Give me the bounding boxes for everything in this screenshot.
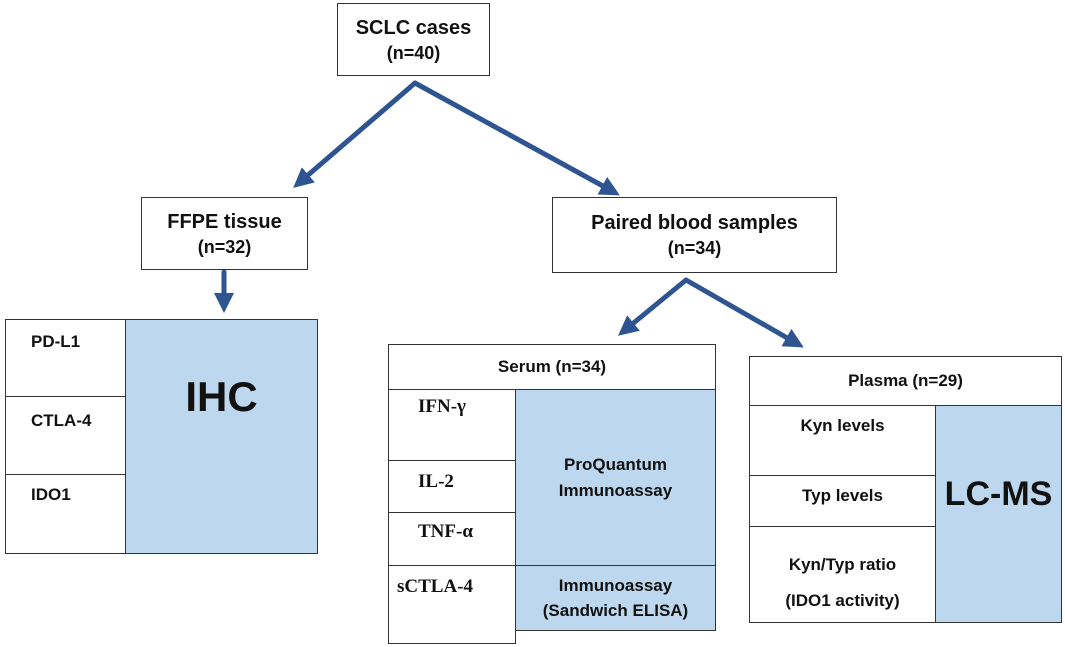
serum-marker-tnfa: TNF-α bbox=[388, 512, 516, 566]
plasma-header: Plasma (n=29) bbox=[749, 356, 1062, 406]
blood-count: (n=34) bbox=[667, 238, 722, 258]
arrow-root-to-blood bbox=[412, 80, 620, 196]
plasma-method: LC-MS bbox=[935, 405, 1062, 623]
serum-marker-sctla4: sCTLA-4 bbox=[388, 565, 516, 644]
ihc-method: IHC bbox=[125, 319, 318, 554]
root-node: SCLC cases (n=40) bbox=[337, 3, 490, 76]
ffpe-title: FFPE tissue bbox=[167, 210, 282, 233]
serum-marker-ifng: IFN-γ bbox=[388, 389, 516, 461]
arrow-blood-to-serum bbox=[618, 277, 689, 336]
serum-marker-il2: IL-2 bbox=[388, 460, 516, 513]
serum-header: Serum (n=34) bbox=[388, 344, 716, 390]
root-title: SCLC cases bbox=[355, 16, 472, 39]
arrow-blood-to-plasma bbox=[683, 277, 804, 348]
blood-node: Paired blood samples (n=34) bbox=[552, 197, 837, 273]
plasma-measure-ratio: Kyn/Typ ratio (IDO1 activity) bbox=[749, 526, 936, 623]
ihc-marker-ctla4: CTLA-4 bbox=[5, 396, 126, 475]
arrow-root-to-ffpe bbox=[293, 80, 418, 188]
ihc-marker-pdl1: PD-L1 bbox=[5, 319, 126, 397]
plasma-measure-kyn: Kyn levels bbox=[749, 405, 936, 476]
ffpe-count: (n=32) bbox=[197, 236, 252, 257]
blood-title: Paired blood samples bbox=[591, 212, 798, 234]
plasma-measure-typ: Typ levels bbox=[749, 475, 936, 527]
ffpe-node: FFPE tissue (n=32) bbox=[141, 197, 308, 270]
root-count: (n=40) bbox=[386, 42, 441, 63]
ihc-marker-ido1: IDO1 bbox=[5, 474, 126, 554]
serum-method-proquantum: ProQuantum Immunoassay bbox=[515, 389, 716, 566]
serum-method-elisa: Immunoassay (Sandwich ELISA) bbox=[515, 565, 716, 631]
